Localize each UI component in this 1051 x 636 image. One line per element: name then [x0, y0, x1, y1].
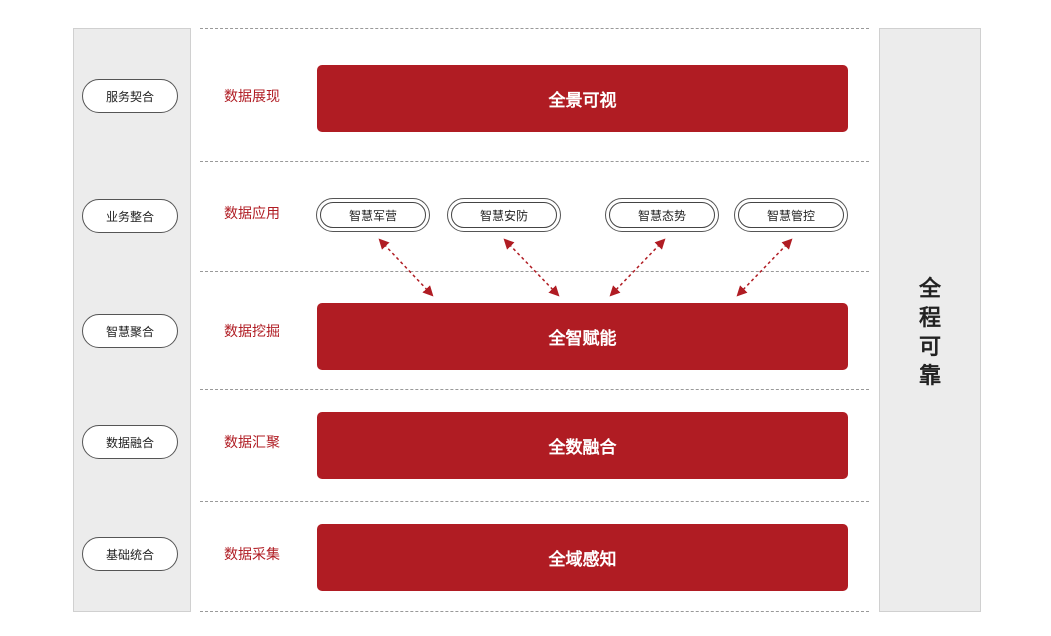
arrow-situation-to-mining — [611, 240, 664, 295]
arrow-security-to-mining — [505, 240, 558, 295]
arrow-control-to-mining — [738, 240, 791, 295]
arrow-barracks-to-mining — [380, 240, 432, 295]
